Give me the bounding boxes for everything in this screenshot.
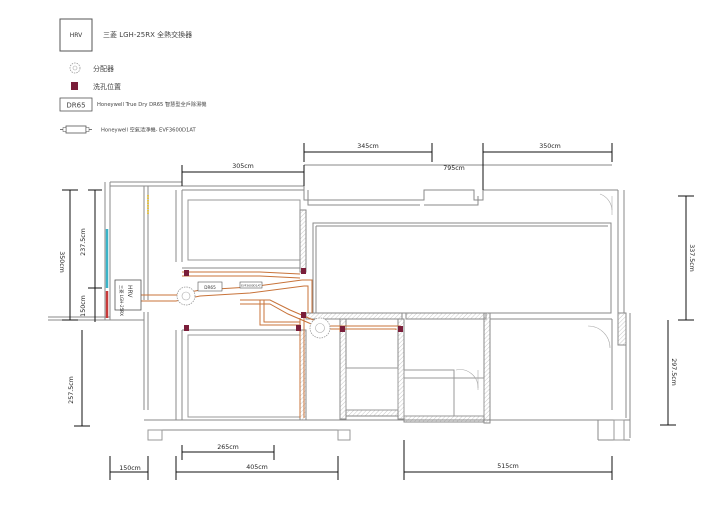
hole-marker	[398, 326, 403, 332]
dim-right-3375: 337.5cm	[688, 244, 695, 272]
dim-bottom-405: 405cm	[246, 464, 268, 471]
distributor-desc: 分配器	[93, 64, 114, 73]
dim-top-795: 795cm	[443, 165, 465, 172]
dim-bottom-265: 265cm	[217, 444, 239, 451]
dim-top-305: 305cm	[232, 163, 254, 170]
legend-hole: 洗孔位置	[71, 82, 121, 91]
hole-desc: 洗孔位置	[93, 82, 121, 91]
hole-marker	[296, 325, 301, 331]
distributors	[176, 286, 331, 339]
dr65-legend-box-label: DR65	[66, 102, 85, 110]
dim-left-150: 150cm	[80, 295, 87, 317]
hole-icon	[71, 82, 78, 90]
dim-right-2975: 297.5cm	[670, 358, 677, 386]
purifier-desc: Honeywell 空氣清淨機- EVF3600D1AT	[101, 126, 196, 134]
hrv-legend-box-label: HRV	[70, 32, 83, 39]
hrv-unit: HRV 三菱 LGH-25RX	[114, 279, 142, 316]
holes	[184, 268, 403, 332]
windows	[105, 195, 149, 318]
dim-left-2575: 257.5cm	[68, 376, 75, 404]
hrv-model-label: 三菱 LGH-25RX	[119, 285, 125, 316]
dr65-desc: Honeywell True Dry DR65 智慧型全戶除濕機	[97, 100, 206, 108]
hole-marker	[184, 325, 189, 331]
legend-hrv: HRV 三菱 LGH-25RX 全熱交換器	[59, 18, 192, 52]
hrv-legend-box	[59, 18, 93, 52]
purifier-unit: EVF3600D1AT	[239, 281, 263, 289]
purifier-unit-label: EVF3600D1AT	[241, 284, 261, 288]
dr65-unit: DR65	[197, 281, 223, 292]
dim-left-350: 350cm	[58, 251, 65, 273]
dimension-labels: 305cm 345cm 795cm 350cm 350cm 237.5cm 15…	[58, 143, 695, 472]
dr65-unit-label: DR65	[204, 285, 216, 290]
walls	[48, 181, 631, 441]
dim-top-345: 345cm	[357, 143, 379, 150]
hole-marker	[184, 270, 189, 276]
purifier-legend-box	[65, 125, 87, 134]
dimension-lines	[62, 143, 694, 480]
legend-dr65: DR65 Honeywell True Dry DR65 智慧型全戶除濕機	[59, 97, 206, 112]
hrv-legend-desc: 三菱 LGH-25RX 全熱交換器	[103, 30, 192, 39]
dim-left-2375: 237.5cm	[80, 228, 87, 256]
legend: HRV 三菱 LGH-25RX 全熱交換器 分配器 洗孔位置 DR65 Hone…	[59, 18, 206, 134]
hrv-unit-label: HRV	[126, 285, 133, 298]
hole-marker	[301, 312, 306, 318]
dim-bottom-150: 150cm	[119, 465, 141, 472]
dim-top-350: 350cm	[539, 143, 561, 150]
legend-purifier: Honeywell 空氣清淨機- EVF3600D1AT	[60, 126, 196, 134]
distributor-icon-center	[72, 65, 78, 71]
hole-marker	[340, 326, 345, 332]
dr65-legend-box	[59, 97, 93, 112]
legend-distributor: 分配器	[69, 62, 114, 74]
dim-bottom-515: 515cm	[497, 463, 519, 470]
hole-marker	[301, 268, 306, 274]
